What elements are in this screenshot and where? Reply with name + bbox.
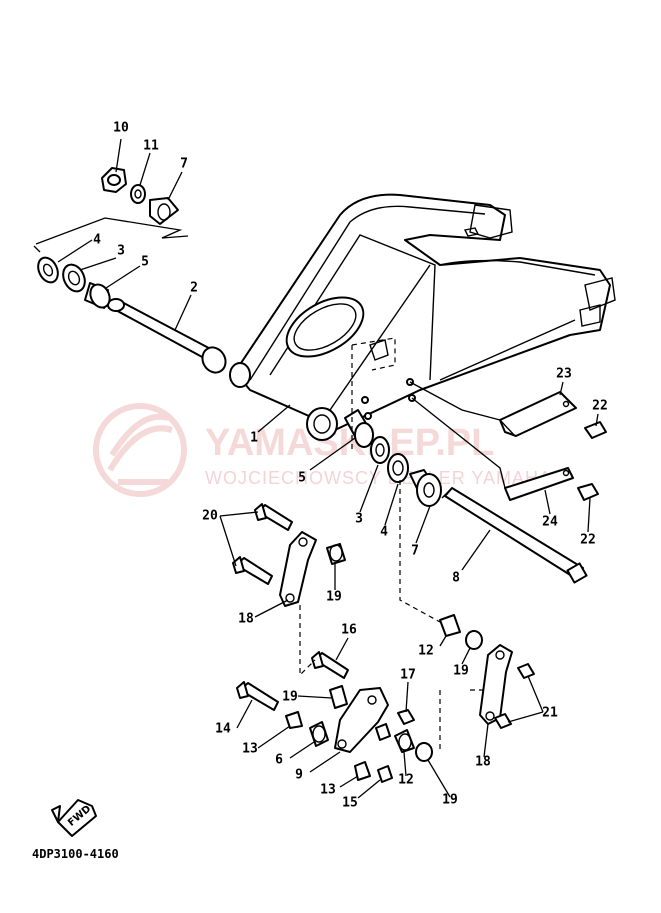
callout-6: 6 (275, 753, 283, 768)
callout-19-b: 19 (453, 664, 469, 679)
callout-10: 11 (143, 139, 159, 154)
top-left-parts (33, 167, 189, 253)
fwd-arrow: FWD (51, 799, 97, 837)
callout-22-top: 22 (592, 399, 608, 414)
upper-link-assembly (232, 503, 346, 607)
callout-18-right: 18 (475, 755, 491, 770)
callout-19-a: 19 (326, 590, 342, 605)
callout-13-left: 13 (242, 742, 258, 757)
callout-23: 23 (556, 367, 572, 382)
callout-8: 8 (452, 571, 460, 586)
watermark: YAMASKLEP.PL WOJCIECHOWSCY DEALER YAMAHA (93, 403, 552, 497)
callout-20: 20 (202, 509, 218, 524)
callout-24: 24 (542, 515, 558, 530)
right-bearing-stack (344, 409, 442, 507)
callout-7-right: 7 (411, 544, 419, 559)
callout-14: 14 (215, 722, 231, 737)
callout-15: 15 (342, 796, 358, 811)
callout-5-right: 5 (298, 471, 306, 486)
diagram-code: 4DP3100-4160 (32, 847, 119, 861)
long-shaft (441, 487, 588, 584)
callout-19-c: 19 (282, 690, 298, 705)
callout-11: 9 (295, 768, 303, 783)
watermark-brand: YAMASKLEP.PL (205, 422, 494, 464)
callout-9: 10 (113, 121, 129, 136)
leader-lines (57, 138, 599, 799)
callout-17: 17 (400, 668, 416, 683)
callout-18-left: 18 (238, 612, 254, 627)
callout-2: 2 (190, 281, 198, 296)
callout-3-right: 3 (355, 512, 363, 527)
callout-12-bottom: 12 (398, 773, 414, 788)
callout-4-left: 4 (93, 233, 101, 248)
swingarm (229, 193, 616, 441)
callout-1: 1 (250, 431, 258, 446)
pivot-shaft (107, 298, 227, 374)
callout-5-left: 5 (141, 255, 149, 270)
left-bearing-stack (37, 256, 111, 309)
callout-numbers: 10 11 7 4 3 5 2 1 5 3 4 7 8 23 22 24 22 … (93, 121, 608, 811)
watermark-subtitle: WOJCIECHOWSCY DEALER YAMAHA (205, 468, 552, 488)
callout-22-bottom: 22 (580, 533, 596, 548)
slider-plates (409, 381, 607, 501)
callout-13-right: 13 (320, 783, 336, 798)
callout-12-top: 12 (418, 644, 434, 659)
callout-21: 21 (542, 706, 558, 721)
callout-4-right: 4 (380, 525, 388, 540)
callout-19-d: 19 (442, 793, 458, 808)
watermark-logo-icon (93, 403, 187, 497)
callout-7-top: 7 (180, 157, 188, 172)
lower-link-assembly (236, 614, 535, 783)
callout-3-left: 3 (117, 244, 125, 259)
callout-16: 16 (341, 623, 357, 638)
